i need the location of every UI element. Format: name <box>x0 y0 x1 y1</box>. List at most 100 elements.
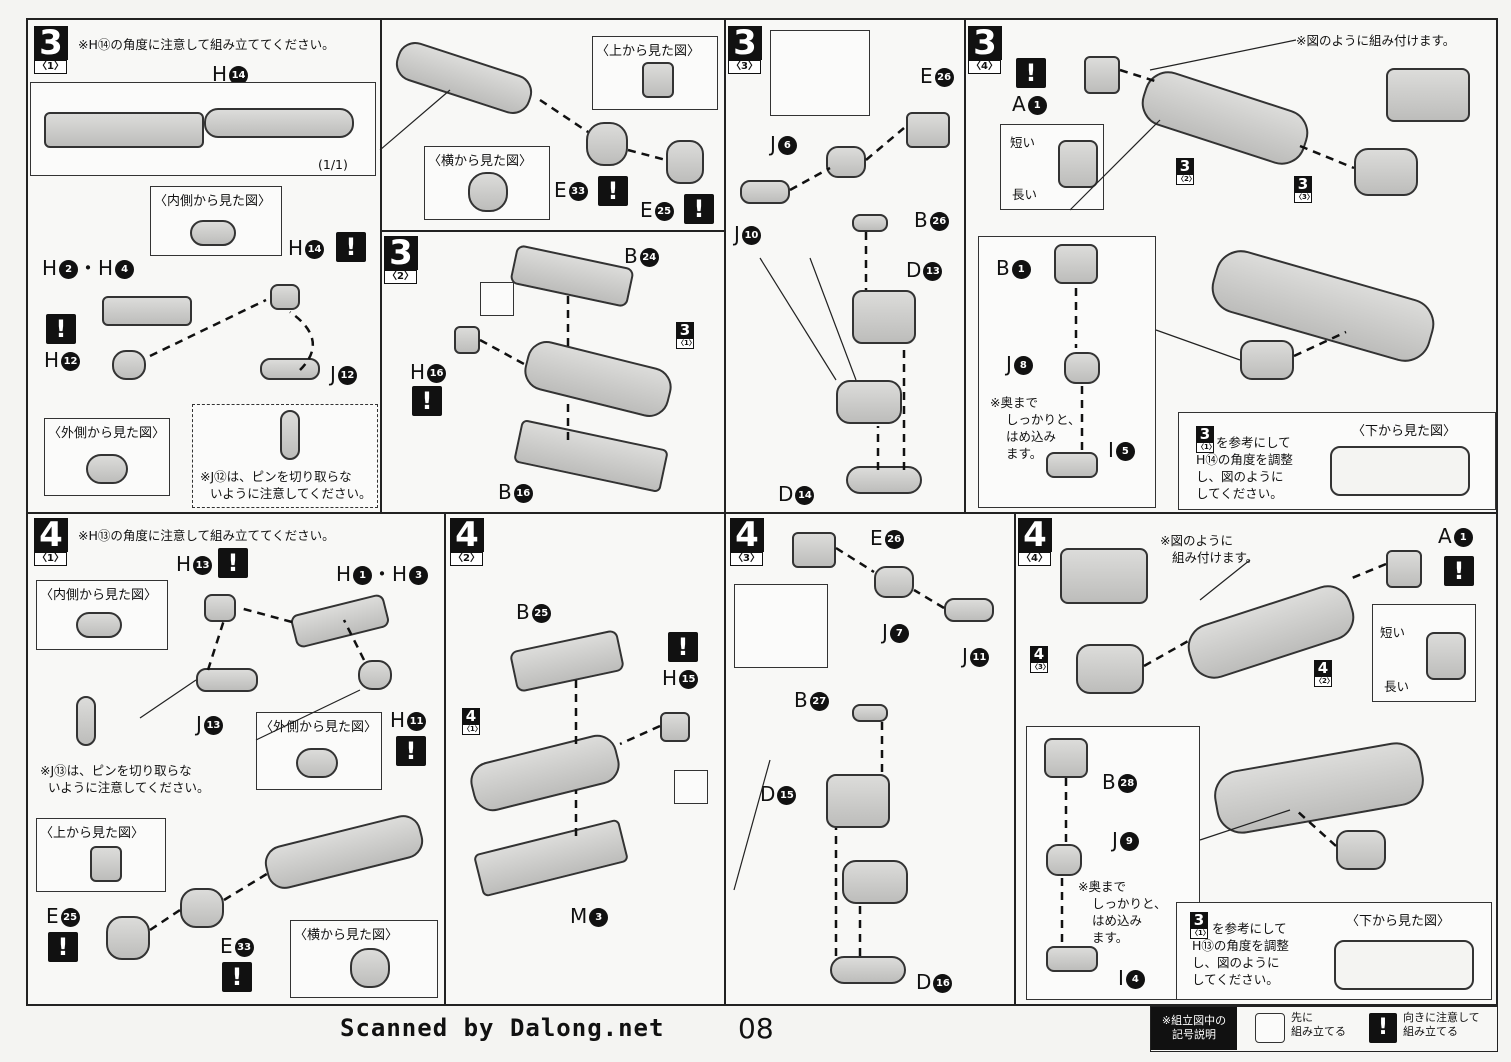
ref-note-3-3-4: し、図のように <box>1196 469 1284 484</box>
b28-part <box>1044 738 1088 778</box>
outside-view-joint-4-1 <box>296 748 338 778</box>
push-note-2-4-4: しっかりと、 <box>1092 896 1167 911</box>
ref-note-2-3-4: H⑭の角度を調整 <box>1196 452 1293 467</box>
ref-step-3-1-c: 3〈1〉 <box>1190 911 1210 939</box>
j7-part <box>874 566 914 598</box>
bottom-view-part-3-4 <box>1330 446 1470 496</box>
step-badge-3-2: 3 〈2〉 <box>384 236 418 284</box>
e25-part-4-1 <box>106 916 150 960</box>
step-badge-3-3: 3 〈3〉 <box>728 26 762 74</box>
note-3-4: ※図のように組み付けます。 <box>1296 33 1456 48</box>
inside-view-title: 〈内側から見た図〉 <box>154 190 272 209</box>
warning-icon: ! <box>222 962 252 992</box>
h14-small-part <box>270 284 300 310</box>
a1-part-3-4 <box>1084 56 1120 94</box>
pin-note-line-2-4-1: いように注意してください。 <box>48 780 210 795</box>
bottom-view-title-4-4: 〈下から見た図〉 <box>1346 910 1451 929</box>
ref-step-4-3: 4〈3〉 <box>1030 645 1050 673</box>
warning-icon: ! <box>218 548 248 578</box>
i5-part <box>1046 452 1098 478</box>
step-badge-4-2: 4 〈2〉 <box>450 518 484 566</box>
elbow-part-3-4 <box>1354 148 1418 196</box>
d13-part <box>852 290 916 344</box>
ref-step-3-1: 3〈1〉 <box>676 321 696 349</box>
ref-note-1-4-4: を参考にして <box>1212 921 1287 936</box>
warning-icon: ! <box>1016 58 1046 88</box>
ref-step-4-1: 4〈1〉 <box>462 707 482 735</box>
warning-icon: ! <box>396 736 426 766</box>
pre-assemble-mark-4-2 <box>674 770 708 804</box>
bottom-view-part-4-4 <box>1334 940 1474 990</box>
arm-joint-part <box>204 108 354 138</box>
j9-part <box>1046 844 1082 876</box>
long-label-3-4: 長い <box>1012 187 1038 202</box>
pin-note-line-2: いように注意してください。 <box>210 486 372 501</box>
ratio-label: (1/1) <box>318 157 348 172</box>
h13-part <box>204 594 236 622</box>
legend-heading: ※組立図中の 記号説明 <box>1151 1007 1237 1050</box>
top-view-part-4-1 <box>90 846 122 882</box>
j11-part <box>944 598 994 622</box>
push-note-4-3-4: ます。 <box>1006 446 1043 461</box>
warning-icon: ! <box>1369 1013 1397 1043</box>
forearm-joint-3-4 <box>1240 340 1294 380</box>
warning-icon: ! <box>412 386 442 416</box>
inside-view-title-4-1: 〈内側から見た図〉 <box>40 584 158 603</box>
push-note-4-4-4: ます。 <box>1092 930 1129 945</box>
h15-part <box>660 712 690 742</box>
detail-view-box-3-3 <box>770 30 870 116</box>
h2-h4-part <box>102 296 192 326</box>
h12-part <box>112 350 146 380</box>
push-note-3-3-4: はめ込み <box>1006 429 1057 444</box>
top-view-title: 〈上から見た図〉 <box>596 40 701 59</box>
push-note-1-4-4: ※奥まで <box>1078 879 1126 894</box>
pin-note-line-1-4-1: ※J⑬は、ピンを切り取らな <box>40 763 192 778</box>
e26-part <box>906 112 950 148</box>
pin-part <box>280 410 300 460</box>
warning-icon: ! <box>1444 556 1474 586</box>
arm-lower-part-4-3 <box>842 860 908 904</box>
ref-step-3-2: 3〈2〉 <box>1176 157 1196 185</box>
short-label-3-4: 短い <box>1010 135 1036 150</box>
step-badge-4-3: 4 〈3〉 <box>730 518 764 566</box>
side-view-part-4-1 <box>350 948 390 988</box>
j8-part <box>1064 352 1100 384</box>
warning-icon: ! <box>684 194 714 224</box>
note-3-1: ※H⑭の角度に注意して組み立ててください。 <box>78 37 335 52</box>
note-4-4-line-1: ※図のように <box>1160 533 1233 548</box>
warning-icon: ! <box>48 932 78 962</box>
legend-first-assemble: 先に 組み立てる <box>1291 1011 1346 1038</box>
scanner-credit: Scanned by Dalong.net <box>340 1014 665 1042</box>
e26-part-4-3 <box>792 532 836 568</box>
warning-icon: ! <box>336 232 366 262</box>
page-number: 08 <box>738 1012 774 1045</box>
arm-frame-part <box>44 112 204 148</box>
ref-note-4-4-4: してください。 <box>1192 972 1279 987</box>
arm-lower-part-3-3 <box>836 380 902 424</box>
